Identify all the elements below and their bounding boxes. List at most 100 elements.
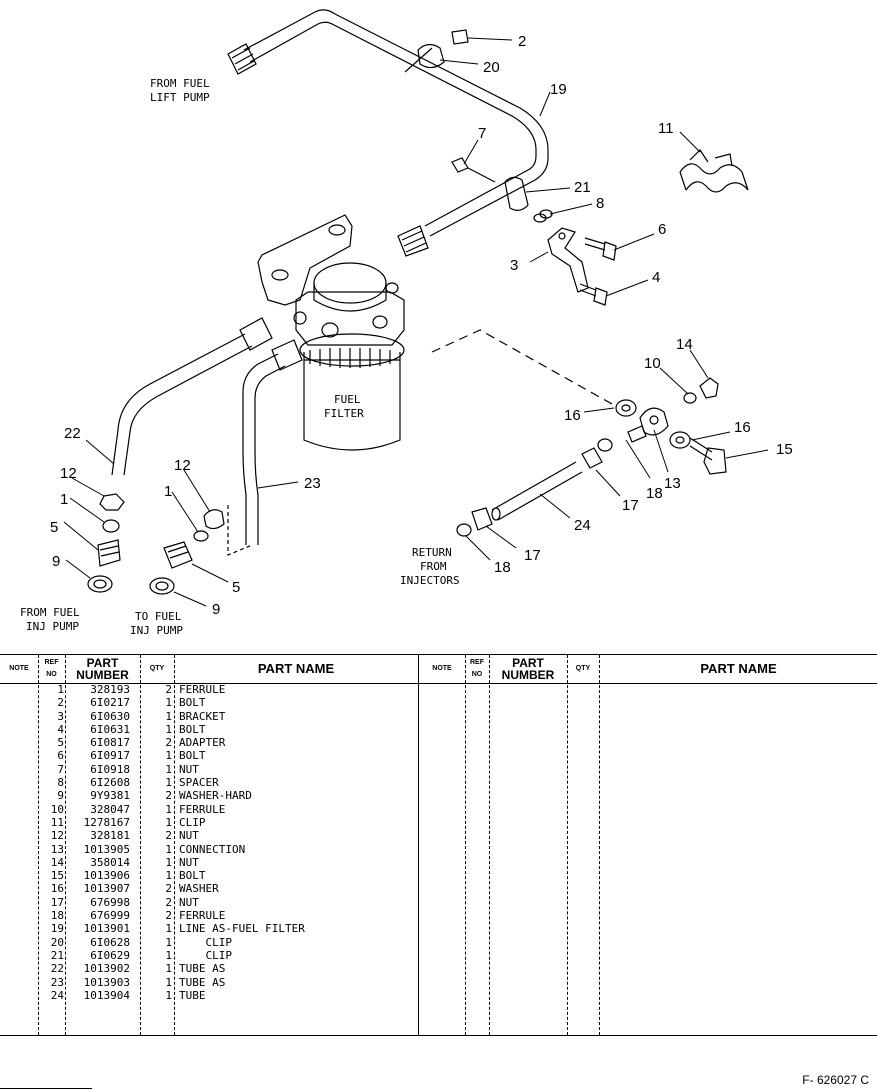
- qty-cell: 2: [165, 909, 172, 923]
- part-number-cell: 6I2608: [90, 776, 130, 790]
- part-number-cell: 328181: [90, 829, 130, 843]
- clip-20-bolt-2: [404, 29, 469, 73]
- part-name-cell: NUT: [179, 855, 199, 869]
- table-row: 4 6I0631 1 BOLT: [0, 723, 418, 736]
- ref-cell: 15: [50, 869, 64, 883]
- ref-cell: 3: [57, 709, 64, 723]
- ref-cell: 1: [57, 683, 64, 696]
- part-name-cell: BOLT: [179, 869, 206, 883]
- part-number-cell: 6I0628: [90, 935, 130, 949]
- qty-cell: 1: [165, 776, 172, 790]
- qty-cell: 1: [165, 975, 172, 989]
- part-name-cell: SPACER: [179, 776, 219, 790]
- qty-cell: 1: [165, 935, 172, 949]
- ref-cell: 4: [57, 722, 64, 736]
- qty-cell: 2: [165, 789, 172, 803]
- header-note: NOTE: [0, 655, 38, 684]
- callout-9-a: 9: [52, 553, 60, 570]
- callout-16-b: 16: [734, 419, 751, 436]
- part-name-cell: NUT: [179, 762, 199, 776]
- qty-cell: 1: [165, 948, 172, 962]
- callout-23: 23: [304, 475, 321, 492]
- ref-cell: 18: [50, 909, 64, 923]
- part-number-cell: 676998: [90, 895, 130, 909]
- callout-4: 4: [652, 269, 660, 286]
- clip-11: [679, 149, 749, 193]
- part-name-cell: NUT: [179, 895, 199, 909]
- callout-16-a: 16: [564, 407, 581, 424]
- qty-cell: 1: [165, 922, 172, 936]
- part-number-cell: 6I0217: [90, 696, 130, 710]
- qty-cell: 2: [165, 882, 172, 896]
- qty-cell: 1: [165, 696, 172, 710]
- qty-cell: 1: [165, 815, 172, 829]
- figure-code: F- 626027 C: [802, 1073, 869, 1087]
- part-name-cell: NUT: [179, 829, 199, 843]
- header-no: NO: [46, 671, 57, 678]
- header-part-name: PART NAME: [599, 655, 877, 684]
- header-part-name: PART NAME: [174, 655, 418, 684]
- ref-cell: 17: [50, 895, 64, 909]
- part-number-cell: 328193: [90, 683, 130, 696]
- ref-cell: 24: [50, 988, 64, 1002]
- qty-cell: 2: [165, 895, 172, 909]
- callout-5-a: 5: [50, 519, 58, 536]
- callout-7: 7: [478, 125, 486, 142]
- label-fuel-filter-1: FUEL: [334, 393, 361, 406]
- part-number-cell: 1013902: [83, 962, 130, 976]
- ref-cell: 6: [57, 749, 64, 763]
- part-number-cell: 1013906: [83, 869, 130, 883]
- header-ref: REF: [470, 659, 484, 666]
- part-number-cell: 6I0631: [90, 722, 130, 736]
- part-name-cell: FERRULE: [179, 802, 226, 816]
- filter-mounting-bracket: [257, 214, 353, 306]
- part-name-cell: BOLT: [179, 722, 206, 736]
- part-number-cell: 6I0817: [90, 736, 130, 750]
- label-return-3: INJECTORS: [400, 574, 460, 587]
- header-ref: REF: [44, 659, 59, 666]
- part-name-cell: WASHER-HARD: [179, 789, 252, 803]
- qty-cell: 1: [165, 722, 172, 736]
- part-number-cell: 6I0917: [90, 749, 130, 763]
- ref-cell: 16: [50, 882, 64, 896]
- callout-17-a: 17: [622, 497, 639, 514]
- bracket-3: [547, 227, 589, 293]
- callout-19: 19: [550, 81, 567, 98]
- qty-cell: 2: [165, 736, 172, 750]
- part-name-cell: CLIP: [179, 948, 232, 962]
- footer-rule: [0, 1088, 92, 1089]
- spacer-8: [533, 209, 553, 223]
- callout-17-b: 17: [524, 547, 541, 564]
- callout-11: 11: [658, 120, 674, 137]
- part-name-cell: BOLT: [179, 749, 206, 763]
- column-divider: [465, 655, 466, 1035]
- column-divider: [140, 655, 141, 1035]
- tube-24: [456, 461, 583, 537]
- middle-fittings: [149, 509, 225, 595]
- label-to-fuel-inj-pump-1: TO FUEL: [135, 610, 182, 623]
- header-part: PART: [512, 656, 544, 670]
- line-as-fuel-filter: [243, 9, 549, 237]
- bolt-6: [584, 237, 617, 261]
- fuel-system-exploded-diagram: FROM FUEL LIFT PUMP FUEL FILTER RETURN F…: [20, 9, 793, 637]
- ref-cell: 5: [57, 736, 64, 750]
- callout-22: 22: [64, 425, 81, 442]
- ref-cell: 20: [50, 935, 64, 949]
- part-name-cell: TUBE AS: [179, 975, 226, 989]
- part-name-cell: TUBE: [179, 988, 206, 1002]
- label-fuel-filter-2: FILTER: [324, 407, 364, 420]
- callout-3: 3: [510, 257, 518, 274]
- ref-cell: 23: [50, 975, 64, 989]
- qty-cell: 1: [165, 749, 172, 763]
- part-name-cell: LINE AS-FUEL FILTER: [179, 922, 305, 936]
